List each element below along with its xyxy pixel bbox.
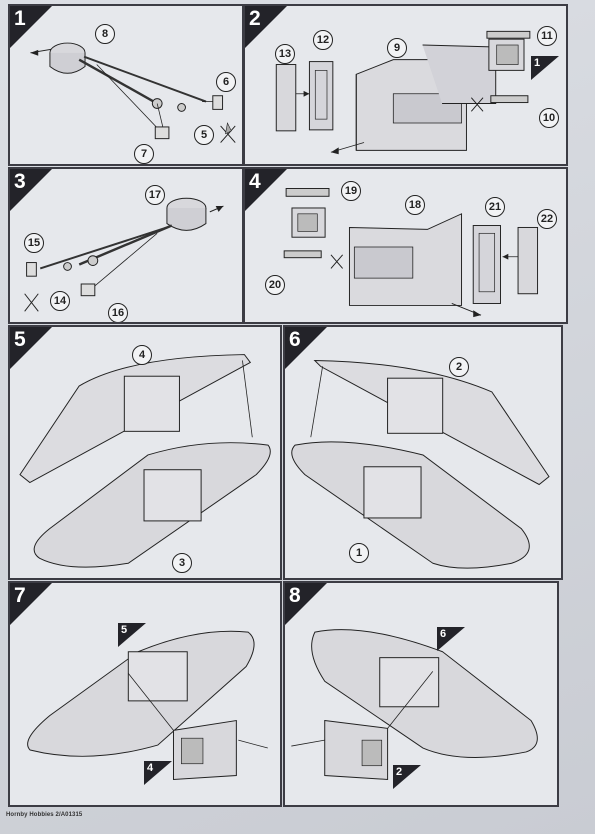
callout-part-6: 6 bbox=[216, 72, 236, 92]
callout-part-1: 1 bbox=[349, 543, 369, 563]
callout-part-2: 2 bbox=[449, 357, 469, 377]
step-8-illustration bbox=[291, 629, 538, 780]
step-2-illustration bbox=[275, 30, 531, 155]
subref-label: 1 bbox=[534, 57, 541, 69]
step-4-number: 4 bbox=[249, 170, 261, 193]
step-3-number: 3 bbox=[14, 170, 26, 193]
callout-part-17: 17 bbox=[145, 185, 165, 205]
step-8-number: 8 bbox=[289, 584, 301, 607]
callout-part-20: 20 bbox=[265, 275, 285, 295]
step-5-panel: 5 4 3 bbox=[8, 325, 282, 580]
step-7-illustration bbox=[27, 630, 268, 780]
step-7-subref-5: 5 bbox=[118, 623, 146, 647]
step-8-subref-2: 2 bbox=[393, 765, 421, 789]
step-3-panel: 3 17 15 14 16 bbox=[8, 167, 244, 324]
callout-part-9: 9 bbox=[387, 38, 407, 58]
callout-part-22: 22 bbox=[537, 209, 557, 229]
step-6-number: 6 bbox=[289, 328, 301, 351]
step-1-panel: 1 8 6 5 7 bbox=[8, 4, 244, 166]
callout-part-5: 5 bbox=[194, 125, 214, 145]
callout-part-8: 8 bbox=[95, 24, 115, 44]
callout-part-11: 11 bbox=[537, 26, 557, 46]
step-2-panel: 2 13 12 9 11 10 1 bbox=[243, 4, 568, 166]
subref-label: 5 bbox=[121, 624, 128, 636]
step-2-subref-1: 1 bbox=[531, 56, 559, 80]
step-1-number: 1 bbox=[14, 7, 26, 30]
callout-part-16: 16 bbox=[108, 303, 128, 322]
callout-part-14: 14 bbox=[50, 291, 70, 311]
step-8-panel: 8 6 2 bbox=[283, 581, 559, 807]
callout-part-4: 4 bbox=[132, 345, 152, 365]
callout-part-13: 13 bbox=[275, 44, 295, 64]
callout-part-7: 7 bbox=[134, 144, 154, 164]
callout-part-12: 12 bbox=[313, 30, 333, 50]
step-5-number: 5 bbox=[14, 328, 26, 351]
step-6-panel: 6 2 1 bbox=[283, 325, 563, 580]
callout-part-15: 15 bbox=[24, 233, 44, 253]
footer-code: Hornby Hobbies 2/A01315 bbox=[6, 812, 83, 818]
callout-part-18: 18 bbox=[405, 195, 425, 215]
subref-label: 4 bbox=[147, 762, 154, 774]
step-4-illustration bbox=[283, 188, 539, 318]
step-3-illustration bbox=[24, 197, 224, 312]
step-1-illustration bbox=[30, 42, 236, 143]
callout-part-3: 3 bbox=[172, 553, 192, 573]
step-7-panel: 7 5 4 bbox=[8, 581, 282, 807]
subref-label: 2 bbox=[396, 766, 403, 778]
subref-label: 6 bbox=[440, 628, 447, 640]
step-4-panel: 4 19 18 21 22 20 bbox=[243, 167, 568, 324]
step-2-number: 2 bbox=[249, 7, 261, 30]
step-6-illustration bbox=[291, 359, 550, 569]
step-8-subref-6: 6 bbox=[437, 627, 465, 651]
step-7-number: 7 bbox=[14, 584, 26, 607]
step-5-illustration bbox=[19, 354, 271, 568]
callout-part-19: 19 bbox=[341, 181, 361, 201]
callout-part-21: 21 bbox=[485, 197, 505, 217]
step-7-subref-4: 4 bbox=[144, 761, 172, 785]
callout-part-10: 10 bbox=[539, 108, 559, 128]
